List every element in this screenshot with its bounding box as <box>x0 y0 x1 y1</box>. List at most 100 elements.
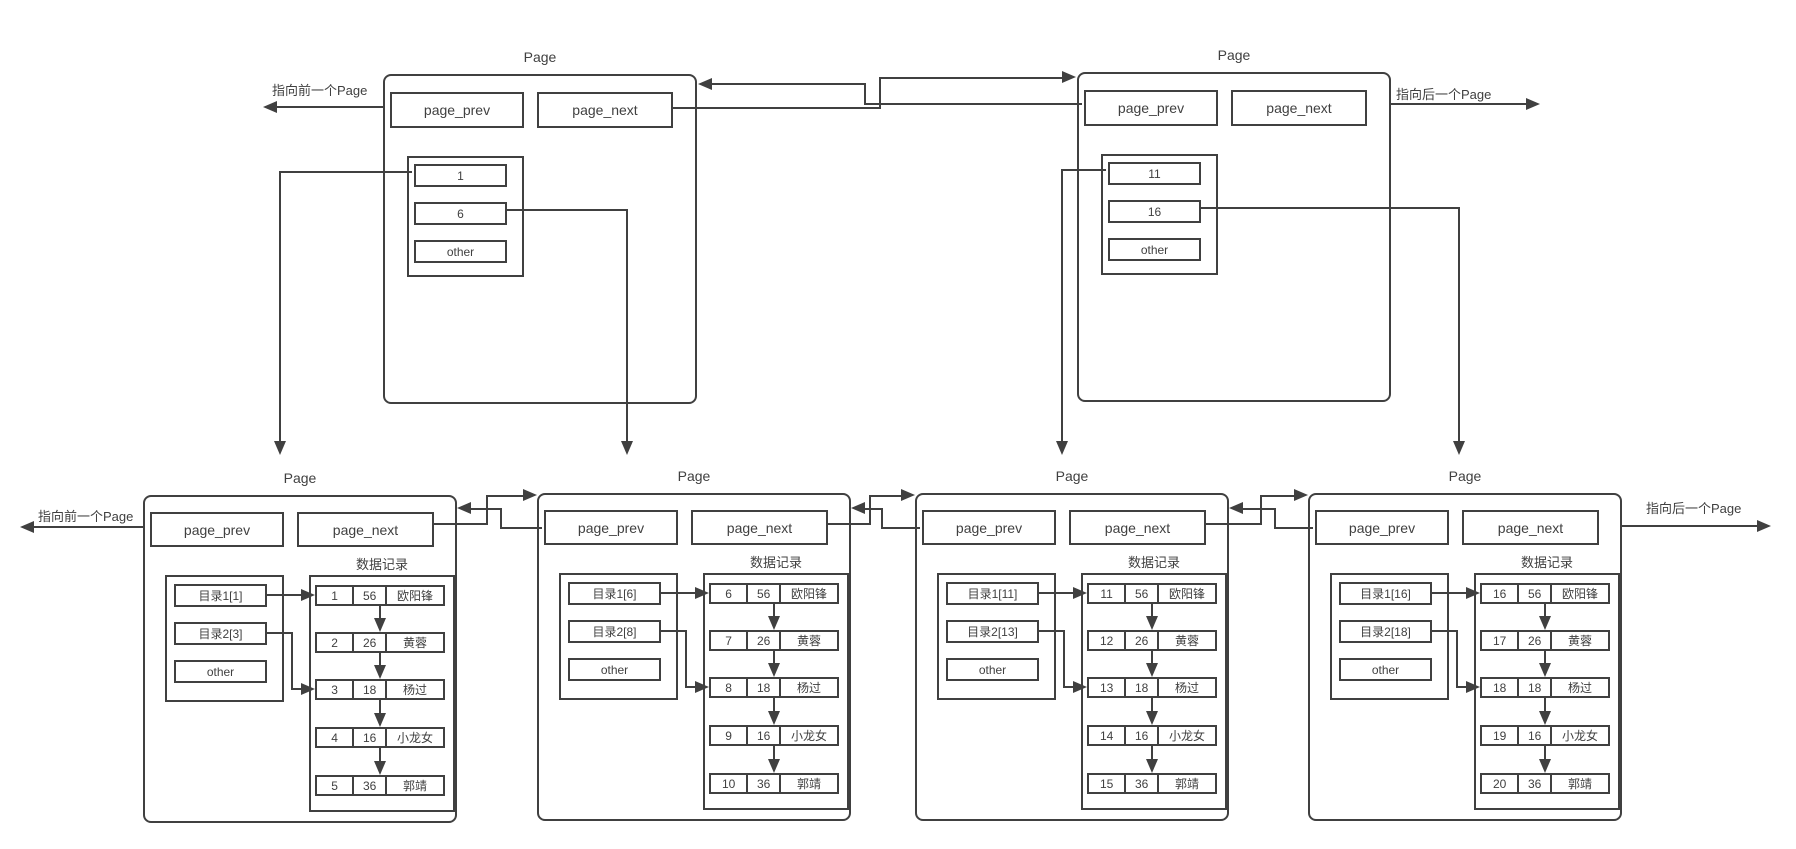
connector-line <box>869 495 901 497</box>
arrowhead-right-icon <box>695 587 709 599</box>
page-title: Page <box>1217 47 1251 63</box>
record-name: 欧阳锋 <box>1157 585 1215 602</box>
record-row: 7 26 黄蓉 <box>709 630 839 651</box>
record-id: 4 <box>331 730 338 745</box>
connector-line <box>661 592 695 594</box>
arrowhead-left-icon <box>851 502 865 514</box>
record-name: 欧阳锋 <box>779 585 837 602</box>
page-prev-slot: page_prev <box>390 92 524 128</box>
connector-line <box>1456 630 1458 688</box>
directory-entry: 11 <box>1108 162 1201 185</box>
directory-container <box>1330 573 1449 700</box>
record-row: 4 16 小龙女 <box>315 727 445 748</box>
record-id: 13 <box>1099 680 1114 695</box>
record-key: 26 <box>1124 632 1157 649</box>
connector-line <box>279 171 281 443</box>
record-row: 9 16 小龙女 <box>709 725 839 746</box>
connector-line <box>865 508 883 510</box>
directory-entry: 目录1[11] <box>946 582 1039 605</box>
record-name: 黄蓉 <box>779 632 837 649</box>
record-name: 杨过 <box>1550 679 1608 696</box>
connector-line <box>267 632 293 634</box>
connector-line <box>773 746 775 761</box>
connector-line <box>500 508 502 529</box>
arrowhead-down-icon <box>1453 441 1465 455</box>
prev-pointer-label: 指向前一个Page <box>272 83 368 98</box>
connector-line <box>864 103 1082 105</box>
connector-line <box>826 523 871 525</box>
arrowhead-right-icon <box>1294 489 1308 501</box>
record-key: 26 <box>1517 632 1550 649</box>
connector-line <box>279 171 412 173</box>
page-next-slot: page_next <box>297 512 434 547</box>
connector-line <box>379 653 381 667</box>
arrowhead-right-icon <box>1062 71 1076 83</box>
record-key: 18 <box>1124 679 1157 696</box>
connector-line <box>773 651 775 665</box>
record-name: 小龙女 <box>1157 727 1215 744</box>
connector-line <box>881 508 883 529</box>
record-key: 26 <box>746 632 779 649</box>
record-name: 黄蓉 <box>385 634 443 651</box>
directory-entry: other <box>1108 238 1201 261</box>
directory-entry: 6 <box>414 202 507 225</box>
connector-line <box>1063 686 1073 688</box>
directory-container <box>1101 154 1218 275</box>
page-title: Page <box>1448 468 1482 484</box>
record-name: 欧阳锋 <box>1550 585 1608 602</box>
record-row: 15 36 郭靖 <box>1087 773 1217 794</box>
connector-line <box>1151 651 1153 665</box>
connector-line <box>1597 525 1757 527</box>
record-row: 17 26 黄蓉 <box>1480 630 1610 651</box>
next-pointer-label: 指向后一个Page <box>1396 87 1492 102</box>
connector-line <box>277 106 388 108</box>
page-next-slot: page_next <box>691 510 828 545</box>
arrowhead-down-icon <box>1539 663 1551 677</box>
next-pointer-label: 指向后一个Page <box>1646 501 1742 516</box>
connector-line <box>1274 527 1313 529</box>
arrowhead-down-icon <box>768 616 780 630</box>
record-name: 欧阳锋 <box>385 587 443 604</box>
connector-line <box>1061 169 1106 171</box>
directory-entry: other <box>174 660 267 683</box>
connector-line <box>685 630 687 688</box>
directory-entry: 目录1[1] <box>174 584 267 607</box>
connector-line <box>869 495 871 525</box>
record-key: 36 <box>746 775 779 792</box>
record-name: 杨过 <box>779 679 837 696</box>
directory-container <box>407 156 524 277</box>
arrowhead-down-icon <box>621 441 633 455</box>
arrowhead-right-icon <box>1466 587 1480 599</box>
connector-line <box>773 698 775 713</box>
arrowhead-right-icon <box>301 683 315 695</box>
directory-entry: 目录1[6] <box>568 582 661 605</box>
record-name: 黄蓉 <box>1550 632 1608 649</box>
record-id: 15 <box>1099 776 1114 791</box>
record-row: 16 56 欧阳锋 <box>1480 583 1610 604</box>
directory-entry: other <box>1339 658 1432 681</box>
directory-entry: 目录2[3] <box>174 622 267 645</box>
arrowhead-left-icon <box>263 101 277 113</box>
connector-line <box>471 508 502 510</box>
connector-line <box>626 209 628 443</box>
directory-container <box>937 573 1056 700</box>
record-id: 10 <box>721 776 736 791</box>
record-id: 14 <box>1099 728 1114 743</box>
connector-line <box>1039 592 1073 594</box>
record-id: 9 <box>725 728 732 743</box>
arrowhead-left-icon <box>1229 502 1243 514</box>
record-key: 16 <box>746 727 779 744</box>
records-label: 数据记录 <box>355 557 408 572</box>
arrowhead-down-icon <box>1146 711 1158 725</box>
arrowhead-right-icon <box>901 489 915 501</box>
record-id: 6 <box>725 586 732 601</box>
page-prev-slot: page_prev <box>1084 90 1218 126</box>
directory-container <box>559 573 678 700</box>
directory-entry: 目录2[18] <box>1339 620 1432 643</box>
record-key: 18 <box>352 681 385 698</box>
connector-line <box>1243 508 1276 510</box>
leaf-page-4: Page page_prev page_next 数据记录 目录1[16] 目录… <box>1308 468 1622 821</box>
arrowhead-down-icon <box>374 618 386 632</box>
prev-pointer-label: 指向前一个Page <box>38 509 134 524</box>
